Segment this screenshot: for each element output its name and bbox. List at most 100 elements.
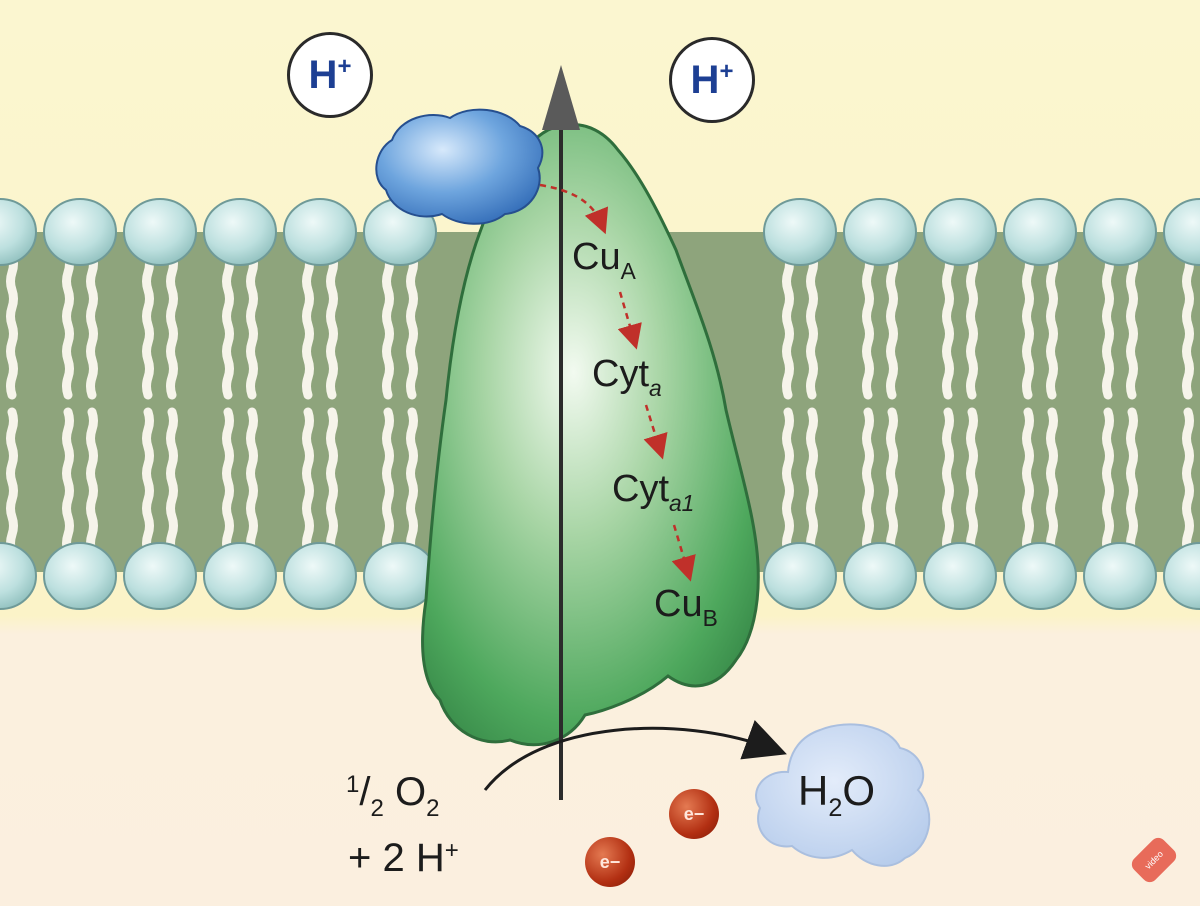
lipid-tail bbox=[142, 407, 154, 557]
lipid-tail bbox=[1126, 250, 1138, 400]
watermark-text: video bbox=[1142, 848, 1166, 872]
lipid-tail bbox=[806, 250, 818, 400]
cu-a-text: CuA bbox=[572, 236, 636, 285]
lipid-tail bbox=[166, 250, 178, 400]
lipid-head bbox=[0, 542, 37, 610]
cu-b-text: CuB bbox=[654, 583, 718, 632]
lipid-tail bbox=[1126, 407, 1138, 557]
cytochrome-c-blob bbox=[375, 108, 544, 225]
lipid-tail bbox=[806, 407, 818, 557]
lipid-tail bbox=[1046, 407, 1058, 557]
lipid-tail bbox=[1022, 250, 1034, 400]
proton-channel-arrowhead bbox=[542, 65, 580, 130]
proton-icon-right: H+ bbox=[669, 37, 755, 123]
cyt-a1-label: Cyta1 bbox=[612, 468, 695, 517]
proton-label-right: H+ bbox=[690, 57, 734, 102]
lipid-tail bbox=[1182, 407, 1194, 557]
water-molecule-icon bbox=[755, 723, 931, 867]
lipid-tails bbox=[6, 250, 1194, 557]
lipid-tail bbox=[302, 250, 314, 400]
lipid-head bbox=[1083, 542, 1157, 610]
lipid-head bbox=[843, 198, 917, 266]
lipid-tail bbox=[1182, 250, 1194, 400]
electron-path-arrow-4 bbox=[671, 524, 696, 582]
lipid-head bbox=[763, 198, 837, 266]
lipid-tail bbox=[1022, 407, 1034, 557]
oxygen-reactant-line1: 1/2 O2 bbox=[346, 770, 440, 822]
cu-b-label: CuB bbox=[654, 583, 718, 632]
lipid-tail bbox=[326, 407, 338, 557]
lipid-head bbox=[1163, 198, 1200, 266]
lipid-tail bbox=[942, 250, 954, 400]
electron-path-arrow-3 bbox=[643, 404, 668, 460]
lipid-tail bbox=[222, 407, 234, 557]
electron-path-arrow-1 bbox=[539, 183, 609, 235]
lipid-tail bbox=[942, 407, 954, 557]
cu-a-label: CuA bbox=[572, 236, 636, 285]
proton-label-left: H+ bbox=[308, 52, 352, 97]
lipid-tail bbox=[382, 407, 394, 557]
water-label: H2O bbox=[798, 767, 876, 823]
electron-label-2: e− bbox=[599, 851, 621, 872]
lipid-tail bbox=[886, 407, 898, 557]
electron-icon-2: e− bbox=[585, 837, 635, 887]
lipid-head bbox=[43, 542, 117, 610]
lipid-tail bbox=[862, 407, 874, 557]
lipid-head bbox=[283, 542, 357, 610]
lipid-head bbox=[0, 198, 37, 266]
lipid-tail bbox=[6, 407, 18, 557]
proton-icon-left: H+ bbox=[287, 32, 373, 118]
lipid-heads bbox=[0, 198, 1200, 610]
lipid-tail bbox=[86, 250, 98, 400]
oxygen-text: 1/2 O2 bbox=[346, 770, 440, 822]
lipid-head bbox=[283, 198, 357, 266]
lipid-tail bbox=[6, 250, 18, 400]
cytochrome-oxidase-protein bbox=[421, 122, 760, 747]
lipid-tail bbox=[246, 407, 258, 557]
lipid-tail bbox=[246, 250, 258, 400]
lipid-tail bbox=[782, 407, 794, 557]
lipid-tail bbox=[382, 250, 394, 400]
water-text: H2O bbox=[798, 767, 876, 823]
lipid-tail bbox=[1102, 250, 1114, 400]
electron-label-1: e− bbox=[683, 803, 705, 824]
lipid-tail bbox=[1102, 407, 1114, 557]
lipid-tail bbox=[886, 250, 898, 400]
lipid-head bbox=[43, 198, 117, 266]
lipid-tail bbox=[302, 407, 314, 557]
lipid-head bbox=[1163, 542, 1200, 610]
lipid-tail bbox=[326, 250, 338, 400]
reaction-arrow bbox=[483, 720, 787, 791]
lipid-tail bbox=[62, 407, 74, 557]
lipid-head bbox=[123, 542, 197, 610]
lipid-head bbox=[1083, 198, 1157, 266]
lipid-tail bbox=[62, 250, 74, 400]
lipid-tail bbox=[1046, 250, 1058, 400]
lipid-tail bbox=[166, 407, 178, 557]
lipid-tail bbox=[406, 407, 418, 557]
proton-reactant-text: + 2 H+ bbox=[348, 836, 459, 880]
lipid-tail bbox=[966, 407, 978, 557]
cyt-a-text: Cyta bbox=[592, 353, 662, 402]
oxygen-reactant-line2: + 2 H+ bbox=[348, 838, 459, 878]
lipid-head bbox=[843, 542, 917, 610]
lipid-tail bbox=[142, 250, 154, 400]
cyt-a-label: Cyta bbox=[592, 353, 662, 402]
lipid-head bbox=[1003, 198, 1077, 266]
lipid-head bbox=[923, 198, 997, 266]
lipid-head bbox=[763, 542, 837, 610]
lipid-tail bbox=[966, 250, 978, 400]
lipid-head bbox=[203, 542, 277, 610]
lipid-tail bbox=[406, 250, 418, 400]
lipid-tail bbox=[782, 250, 794, 400]
lipid-head bbox=[923, 542, 997, 610]
lipid-head bbox=[1003, 542, 1077, 610]
electron-path-arrow-2 bbox=[617, 291, 642, 350]
lipid-head bbox=[203, 198, 277, 266]
electron-icon-1: e− bbox=[669, 789, 719, 839]
lipid-head bbox=[123, 198, 197, 266]
lipid-tail bbox=[862, 250, 874, 400]
cyt-a1-text: Cyta1 bbox=[612, 468, 695, 517]
